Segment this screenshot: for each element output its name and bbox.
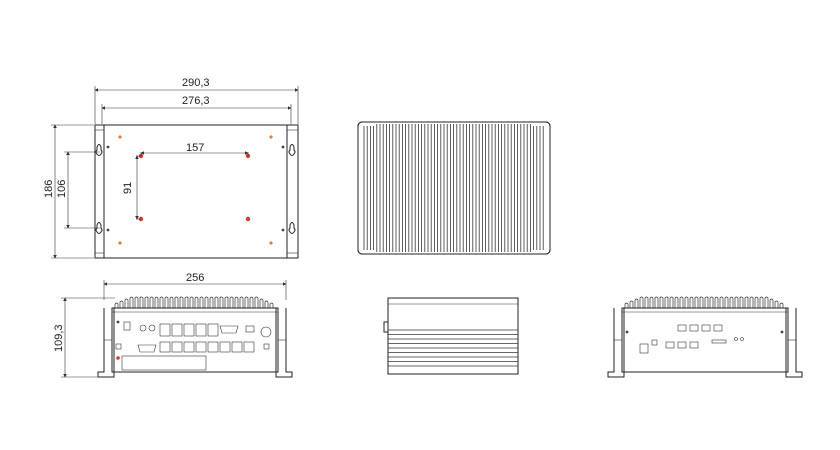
fin-profile <box>114 302 119 308</box>
fin-profile <box>189 296 194 308</box>
fin-profile <box>139 296 144 308</box>
fin-profile <box>219 296 224 308</box>
fin-profile <box>124 298 129 308</box>
fin-profile <box>209 296 214 308</box>
dim-overall-height: 186 <box>43 180 55 198</box>
fin-profile <box>244 296 249 308</box>
dim-hole-spacing-x: 157 <box>186 142 204 154</box>
fin-profile <box>264 300 269 308</box>
fin-profile <box>744 296 749 308</box>
fin-profile <box>204 296 209 308</box>
fin-profile <box>764 296 769 308</box>
fin-profile <box>629 300 634 308</box>
fin-profile <box>249 296 254 308</box>
dim-front-width: 256 <box>186 272 204 284</box>
fin-profile <box>659 296 664 308</box>
fin-profile <box>179 296 184 308</box>
fin-profile <box>714 296 719 308</box>
fin-profile <box>199 296 204 308</box>
fin-profile <box>779 302 784 308</box>
fin-profile <box>159 296 164 308</box>
fin-profile <box>689 296 694 308</box>
fin-profile <box>704 296 709 308</box>
fin-profile <box>144 296 149 308</box>
fin-profile <box>194 296 199 308</box>
fin-profile <box>754 296 759 308</box>
rear-fins <box>624 296 784 308</box>
dim-front-height: 109,3 <box>53 324 65 352</box>
fin-profile <box>214 296 219 308</box>
fin-profile <box>224 296 229 308</box>
front-view: 256 109,3 <box>53 272 293 378</box>
fin-profile <box>229 296 234 308</box>
top-view: 157 91 290,3 276,3 186 106 <box>43 77 299 259</box>
screw-marker <box>118 135 273 245</box>
screw-marker-dark <box>780 330 784 334</box>
fin-profile <box>719 296 724 308</box>
fin-profile <box>724 296 729 308</box>
fin-profile <box>169 296 174 308</box>
front-fins <box>114 296 274 308</box>
fin-profile <box>639 296 644 308</box>
dim-overall-width: 290,3 <box>182 77 210 89</box>
keyhole-slot <box>95 144 296 234</box>
fin-profile <box>184 296 189 308</box>
fin-profile <box>164 296 169 308</box>
dim-mount-width: 276,3 <box>182 95 210 107</box>
io-ports <box>115 321 272 371</box>
fin-profile <box>644 296 649 308</box>
fin-profile <box>174 296 179 308</box>
fin-profile <box>634 298 639 308</box>
fin-profile <box>269 302 274 308</box>
dim-mount-height: 106 <box>56 180 68 198</box>
screw-marker-dark <box>116 320 120 324</box>
fin-profile <box>149 296 154 308</box>
fin-profile <box>734 296 739 308</box>
fin-profile <box>624 302 629 308</box>
fin-profile <box>239 296 244 308</box>
mounting-hole <box>138 153 251 222</box>
fin-profile <box>119 300 124 308</box>
fin-profile <box>669 296 674 308</box>
fin-profile <box>729 296 734 308</box>
fin-profile <box>694 296 699 308</box>
fin-profile <box>134 296 139 308</box>
rear-ports <box>639 324 744 354</box>
side-view <box>383 297 519 375</box>
screw-marker-dark <box>106 145 285 232</box>
rear-view <box>607 296 803 378</box>
side-fins <box>388 329 518 367</box>
screw-marker <box>116 356 120 360</box>
fin-profile <box>674 296 679 308</box>
fin-profile <box>254 296 259 308</box>
fin-profile <box>699 296 704 308</box>
fin-profile <box>759 296 764 308</box>
fin-profile <box>739 296 744 308</box>
fin-profile <box>769 298 774 308</box>
fin-profile <box>709 296 714 308</box>
fin-profile <box>774 300 779 308</box>
screw-marker-dark <box>625 330 629 334</box>
fin-profile <box>684 296 689 308</box>
fin-profile <box>649 296 654 308</box>
fin-profile <box>654 296 659 308</box>
fin-profile <box>259 298 264 308</box>
fin-profile <box>154 296 159 308</box>
fin-profile <box>749 296 754 308</box>
fin-profile <box>679 296 684 308</box>
heatsink-outline <box>357 121 551 255</box>
dim-hole-spacing-y: 91 <box>122 182 134 194</box>
fin-profile <box>234 296 239 308</box>
fin-profile <box>129 296 134 308</box>
fin-profile <box>664 296 669 308</box>
heatsink-top-view <box>357 121 551 255</box>
heatsink-fins <box>357 121 551 255</box>
